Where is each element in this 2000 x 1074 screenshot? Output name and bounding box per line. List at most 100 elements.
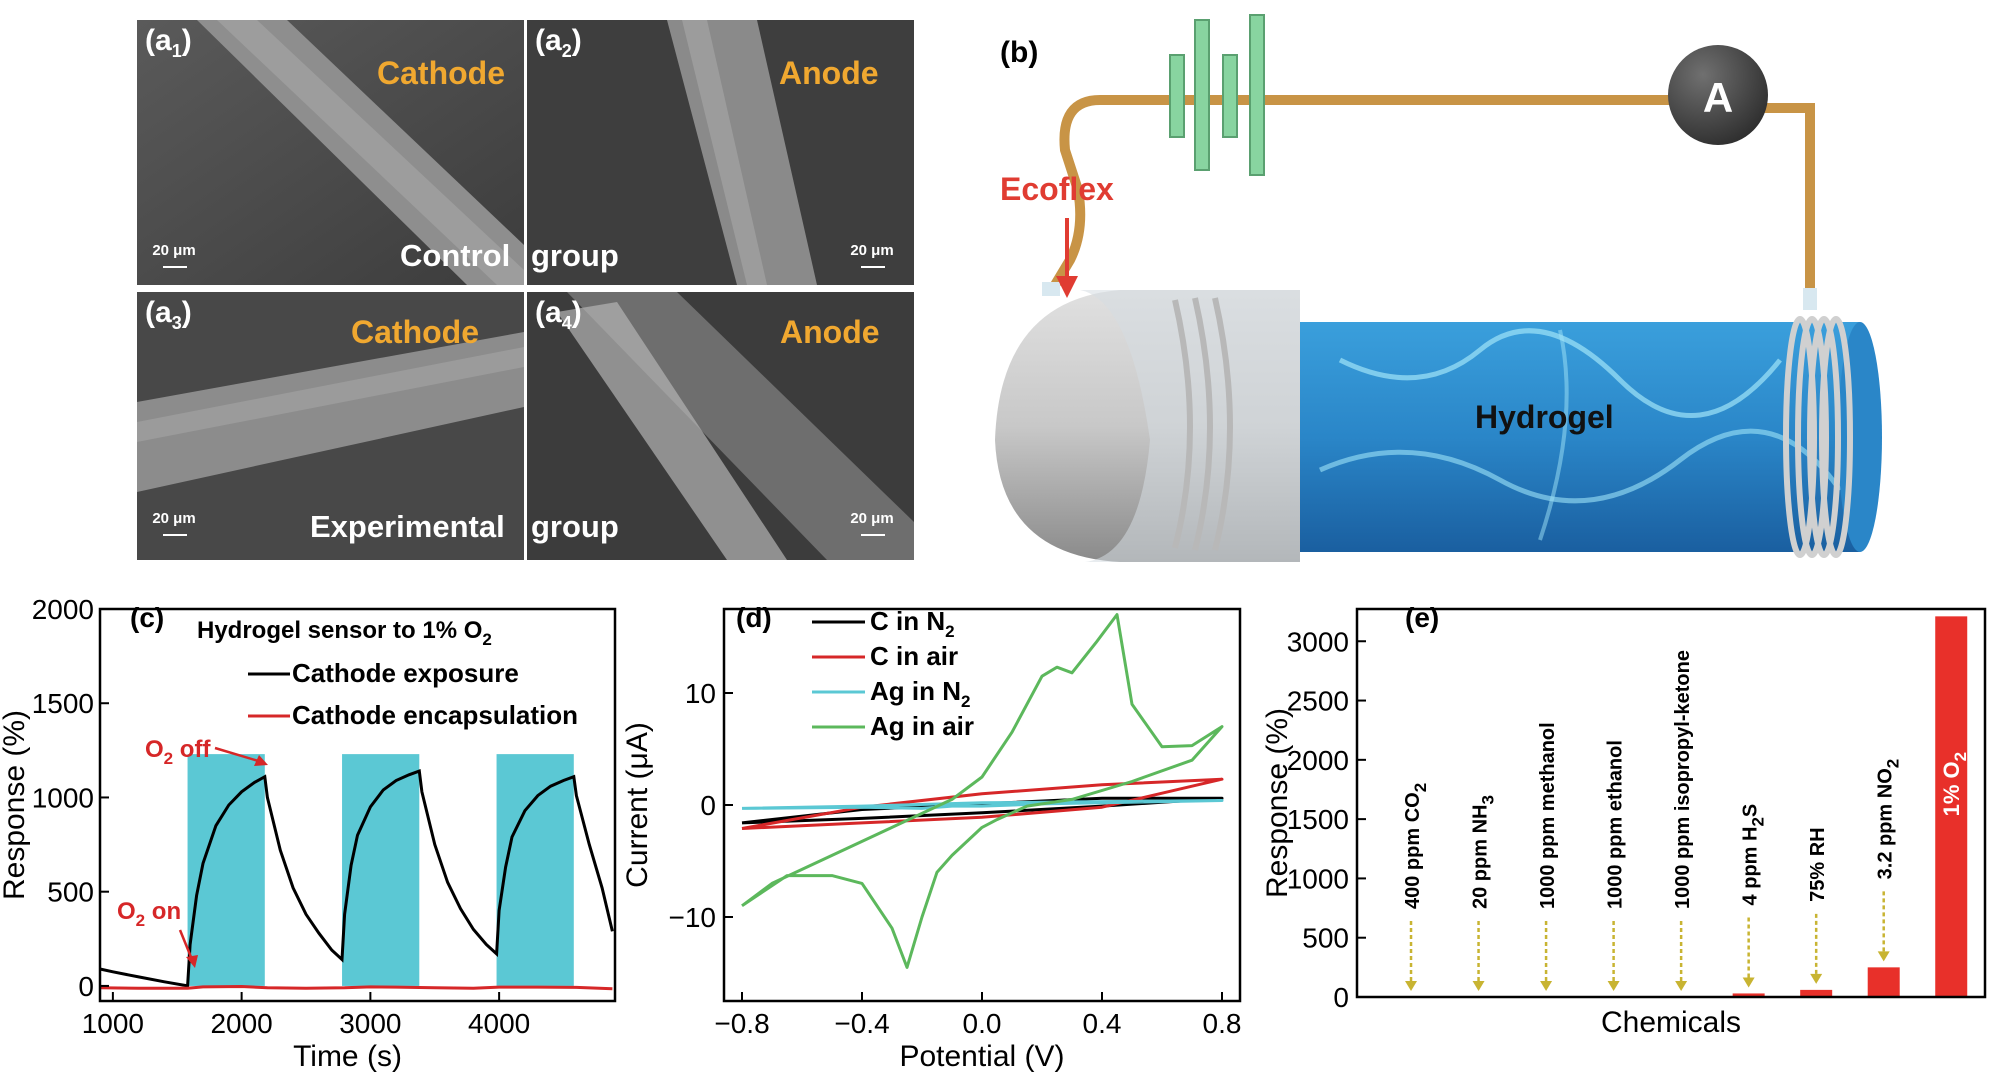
category-label-6: 4 ppm H2S xyxy=(1740,804,1768,906)
control-text-left: Control xyxy=(400,238,511,273)
wire-left xyxy=(1050,95,1330,290)
arrow-head-5 xyxy=(1675,981,1688,991)
plot-frame xyxy=(1355,607,1987,999)
y-tick-label: −10 xyxy=(669,902,717,933)
y-tick-label: 2500 xyxy=(1287,686,1349,717)
scale-bar-a1 xyxy=(163,266,187,268)
experimental-text-right: group xyxy=(531,509,619,544)
category-label-2: 20 ppm NH3 xyxy=(1470,795,1498,909)
panel-label-e: (e) xyxy=(1405,602,1439,633)
bar-8 xyxy=(1867,967,1900,997)
panel-label-a3: (a3) xyxy=(145,296,192,333)
y-axis-label: Response (%) xyxy=(0,710,31,900)
battery-plate-4 xyxy=(1249,14,1265,176)
ammeter-icon xyxy=(1668,45,1768,145)
x-tick-label: 2000 xyxy=(210,1008,272,1039)
wire-tip-left xyxy=(1042,282,1060,296)
y-tick-label: 500 xyxy=(1302,923,1349,954)
scale-bar-a3 xyxy=(163,534,187,536)
category-label-8: 3.2 ppm NO2 xyxy=(1875,759,1903,880)
y-tick-label: 1500 xyxy=(32,688,94,719)
scale-label-a4: 20 μm xyxy=(850,510,894,527)
annotation-arrowhead-on xyxy=(186,955,198,968)
y-tick-label: 10 xyxy=(685,678,716,709)
scale-label-a3: 20 μm xyxy=(152,510,196,527)
x-axis-label: Time (s) xyxy=(293,1040,402,1073)
sem-image-a2: (a2) Anode 20 μm xyxy=(527,20,914,285)
control-text-right: group xyxy=(531,238,619,273)
x-tick-label: 3000 xyxy=(339,1008,401,1039)
sem-image-a1: (a1) Cathode 20 μm xyxy=(137,20,524,285)
hydrogel-label: Hydrogel xyxy=(1475,399,1614,435)
ecoflex-label: Ecoflex xyxy=(1000,171,1114,207)
sem-image-a3: (a3) Cathode 20 μm xyxy=(137,292,524,560)
y-tick-label: 500 xyxy=(47,877,94,908)
panel-label-a4: (a4) xyxy=(535,296,582,333)
arrow-head-4 xyxy=(1607,981,1620,991)
scale-label-a2: 20 μm xyxy=(850,242,894,259)
battery-plate-2 xyxy=(1194,19,1210,171)
arrow-head-3 xyxy=(1540,981,1553,991)
legend-label-2: C in air xyxy=(870,641,958,671)
x-tick-label: 4000 xyxy=(468,1008,530,1039)
gas-on-region-3 xyxy=(496,754,574,986)
category-label-4: 1000 ppm ethanol xyxy=(1605,740,1627,909)
sem-fiber-a3 xyxy=(137,292,524,560)
category-label-5: 1000 ppm isopropyl-ketone xyxy=(1672,650,1694,909)
series-line-1 xyxy=(99,769,614,988)
sensor-schematic: A Ecoflex Hydrogel (b) xyxy=(995,14,1882,562)
cathode-tag-a3: Cathode xyxy=(351,314,479,350)
series-line-4 xyxy=(741,613,1224,969)
scale-label-a1: 20 μm xyxy=(152,242,196,259)
x-tick-label: 0.4 xyxy=(1083,1008,1122,1039)
panel-label-a1: (a1) xyxy=(145,24,192,61)
battery-plate-1 xyxy=(1169,54,1185,138)
sem-fiber-a4 xyxy=(527,292,914,560)
y-tick-label: 2000 xyxy=(32,594,94,625)
x-axis-label: Chemicals xyxy=(1601,1006,1741,1039)
coil-right xyxy=(1783,316,1853,558)
panel-label-b: (b) xyxy=(1000,36,1038,69)
ammeter-label: A xyxy=(1703,74,1733,121)
anode-tag-a4: Anode xyxy=(780,314,880,350)
gas-on-region-1 xyxy=(187,754,265,986)
series-line-2 xyxy=(741,777,1224,830)
bar-9 xyxy=(1935,616,1968,997)
x-axis-label: Potential (V) xyxy=(899,1040,1064,1073)
cathode-tag-a1: Cathode xyxy=(377,55,505,91)
arrow-head-8 xyxy=(1877,951,1890,962)
y-tick-label: 0 xyxy=(1333,982,1349,1013)
scale-bar-a2 xyxy=(861,266,885,268)
scale-bar-a4 xyxy=(861,534,885,536)
coil-left xyxy=(1172,297,1233,551)
y-tick-label: 1000 xyxy=(32,782,94,813)
bar-7 xyxy=(1800,989,1833,997)
series-line-2 xyxy=(99,984,613,991)
y-tick-label: 3000 xyxy=(1287,626,1349,657)
panel-label-a2: (a2) xyxy=(535,24,582,61)
chart-e: 400 ppm CO2 20 ppm NH3 1000 ppm methanol 10… xyxy=(1261,602,1987,1039)
category-label-1: 400 ppm CO2 xyxy=(1402,783,1430,909)
category-label-3: 1000 ppm methanol xyxy=(1537,722,1559,909)
y-tick-label: 0 xyxy=(78,971,94,1002)
legend-label-1: C in N2 xyxy=(870,606,955,641)
y-tick-label: 2000 xyxy=(1287,745,1349,776)
legend-label-1: Cathode exposure xyxy=(292,658,519,688)
hydrogel-cylinder xyxy=(1300,322,1860,552)
arrow-head-1 xyxy=(1405,981,1418,991)
sem-image-a4: (a4) Anode 20 μm xyxy=(527,292,914,560)
x-tick-label: 1000 xyxy=(82,1008,144,1039)
arrow-head-6 xyxy=(1742,977,1755,988)
arrow-head-7 xyxy=(1810,973,1823,984)
category-label-9: 1% O2 xyxy=(1939,752,1970,817)
experimental-text-left: Experimental xyxy=(310,509,505,544)
plot-frame xyxy=(98,607,617,1003)
sem-fiber-a1 xyxy=(137,20,524,285)
y-tick-label: 0 xyxy=(700,790,716,821)
x-tick-label: −0.8 xyxy=(714,1008,769,1039)
chart-title-c: Hydrogel sensor to 1% O2 xyxy=(197,617,492,649)
category-label-7: 75% RH xyxy=(1807,827,1829,901)
y-tick-label: 1500 xyxy=(1287,804,1349,835)
